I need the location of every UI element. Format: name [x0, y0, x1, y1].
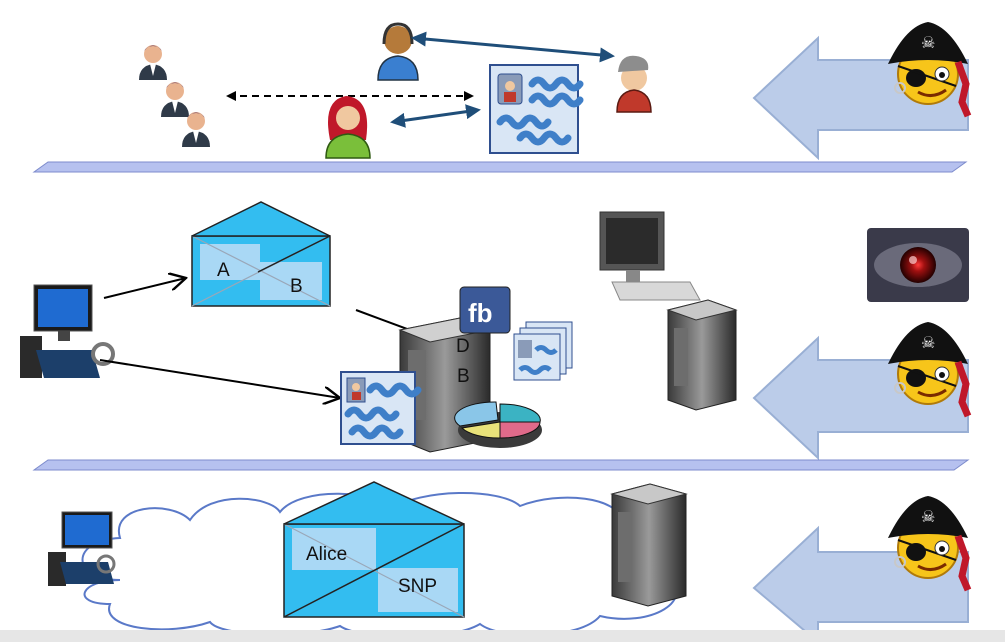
server-label-b: B [457, 366, 470, 387]
envelope-alice-snp: Alice SNP [283, 481, 465, 618]
envelope-label-receiver: SNP [398, 576, 437, 597]
friend-link-arrow [411, 31, 615, 63]
friend-link-arrow-2 [390, 104, 481, 128]
profile-card-icon [489, 64, 580, 154]
profile-card-icon-2 [340, 371, 418, 445]
headset-person-icon [377, 22, 419, 81]
profile-stack-icon [513, 321, 573, 381]
server-tower-icon-3 [610, 483, 688, 607]
desktop-computer-icon [20, 284, 115, 378]
send-arrow [103, 278, 186, 299]
upload-profile-arrow [99, 359, 340, 398]
facebook-badge-text: fb [468, 298, 493, 328]
envelope-label-a: A [217, 260, 230, 281]
business-users-icon [139, 45, 210, 147]
server-label-d: D [456, 336, 470, 357]
cap-person-icon [616, 55, 652, 113]
layer-divider-2 [32, 459, 970, 471]
facebook-icon: fb [459, 286, 511, 334]
layer-1-social [32, 22, 968, 173]
pie-chart-icon [454, 401, 542, 448]
envelope-label-sender: Alice [306, 544, 347, 565]
desktop-computer-icon-2 [599, 211, 701, 301]
layer-3-network: Alice SNP [0, 481, 1005, 642]
desktop-computer-icon-3 [48, 511, 116, 586]
woman-person-icon [325, 96, 371, 159]
surveillance-eye-icon [867, 228, 969, 302]
layer-divider-1 [32, 161, 968, 173]
layer-2-application: A B D B fb [20, 201, 970, 471]
envelope-label-b: B [290, 276, 303, 297]
envelope-ab: A B [191, 201, 331, 307]
bottom-bar [0, 630, 1005, 642]
server-tower-icon-2 [666, 299, 738, 411]
